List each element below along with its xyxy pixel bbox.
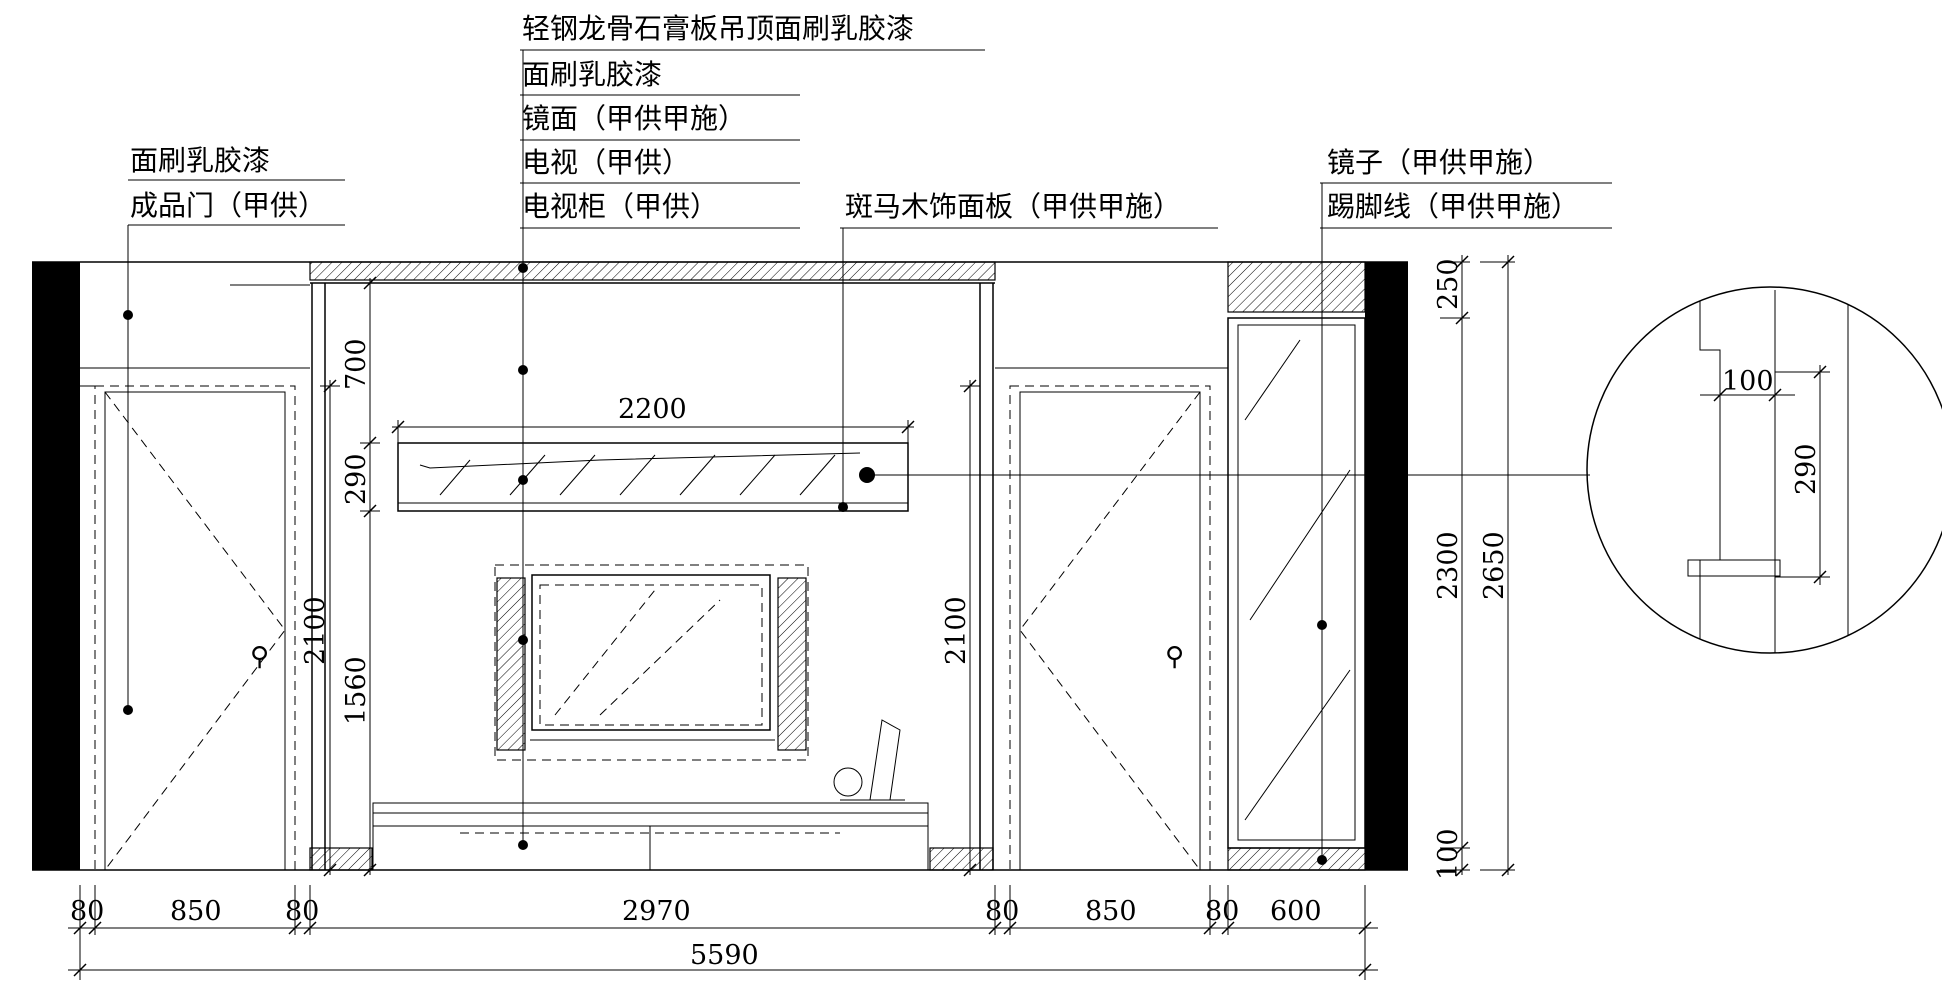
dim-700: 700 <box>341 338 372 390</box>
label-tv-cabinet: 电视柜（甲供） <box>522 190 718 223</box>
dim-80-a: 80 <box>70 896 104 927</box>
dim-2100-right: 2100 <box>941 596 972 665</box>
detail-callout: 100 290 <box>1586 286 1942 654</box>
right-vertical-dimensions: 250 2300 100 2650 <box>1433 255 1515 880</box>
tv-wall-feature <box>494 564 809 761</box>
dim-80-d: 80 <box>1205 896 1239 927</box>
dim-850-left: 850 <box>170 896 222 927</box>
elevation-outline <box>32 261 1408 871</box>
label-finished-door: 成品门（甲供） <box>130 189 326 222</box>
label-door-paint: 面刷乳胶漆 <box>130 144 270 177</box>
dim-2970: 2970 <box>622 896 691 927</box>
dim-100: 100 <box>1433 828 1464 880</box>
label-mirror: 镜子（甲供甲施） <box>1327 146 1551 179</box>
tv-cabinet <box>372 719 929 870</box>
bottom-dimensions: 80 850 80 2970 80 850 80 600 5590 <box>68 885 1378 980</box>
right-door: ⚲ <box>1009 385 1211 871</box>
dim-250: 250 <box>1433 258 1464 310</box>
dim-600: 600 <box>1270 896 1322 927</box>
dim-850-right: 850 <box>1085 896 1137 927</box>
door-handle-right: ⚲ <box>1165 642 1184 672</box>
left-door: ⚲ <box>80 385 296 871</box>
dim-2100-left: 2100 <box>300 596 331 665</box>
panel-dimension: 2200 <box>391 394 915 443</box>
dim-detail-height: 290 <box>1791 443 1822 495</box>
dim-80-b: 80 <box>285 896 319 927</box>
label-tv: 电视（甲供） <box>522 146 690 179</box>
label-ceiling: 轻钢龙骨石膏板吊顶面刷乳胶漆 <box>522 12 914 45</box>
dim-total-width: 5590 <box>690 940 759 971</box>
label-skirting: 踢脚线（甲供甲施） <box>1327 190 1579 223</box>
left-wall-section <box>32 262 80 870</box>
dim-80-c: 80 <box>985 896 1019 927</box>
dim-panel-width: 2200 <box>618 394 687 425</box>
dim-2300: 2300 <box>1433 531 1464 600</box>
left-vertical-dimensions: 700 290 1560 2100 2100 <box>300 276 980 877</box>
dim-detail-width: 100 <box>1722 366 1774 397</box>
mirror-panel <box>397 442 909 512</box>
door-handle-left: ⚲ <box>250 642 269 672</box>
dim-1560: 1560 <box>341 656 372 725</box>
dim-290-left: 290 <box>341 453 372 505</box>
annotations: 面刷乳胶漆 成品门（甲供） 轻钢龙骨石膏板吊顶面刷乳胶漆 面刷乳胶漆 镜面（甲供… <box>123 12 1612 865</box>
label-mirror-surface: 镜面（甲供甲施） <box>522 102 746 135</box>
label-paint-wall: 面刷乳胶漆 <box>522 58 662 91</box>
label-zebra-panel: 斑马木饰面板（甲供甲施） <box>845 190 1181 223</box>
right-wall-section <box>1365 262 1408 870</box>
mirror-column <box>1227 261 1366 871</box>
dim-total-height: 2650 <box>1479 531 1510 600</box>
ceiling-bulkhead <box>309 261 996 871</box>
